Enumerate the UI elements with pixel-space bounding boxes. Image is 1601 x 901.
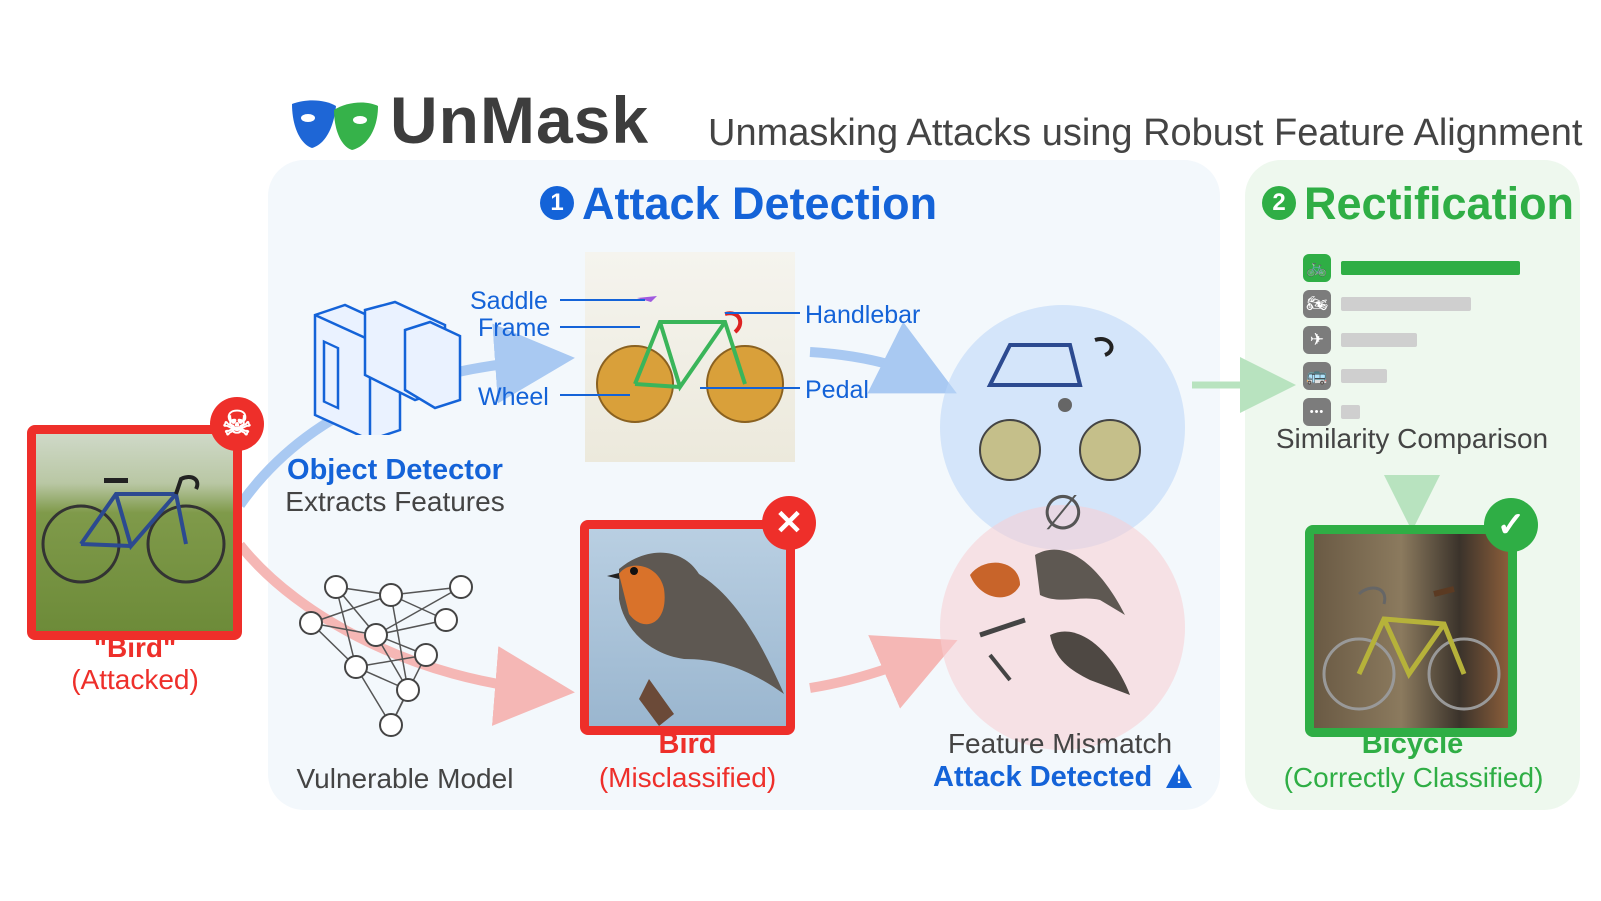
attack-detected-text: Attack Detected [933,761,1153,793]
yellow-bicycle-illustration [1322,586,1501,711]
similarity-bar [1341,333,1417,347]
section-title-text: Attack Detection [582,178,938,229]
annotated-bicycle-image [585,252,795,462]
robin-illustration [607,552,784,726]
input-label: "Bird" [93,632,177,663]
check-badge-icon: ✓ [1484,498,1538,552]
saddle-label: Saddle [470,287,548,315]
feature-leader-lines [560,299,800,396]
similarity-bar [1341,297,1471,311]
bird-features-circle [940,505,1185,750]
model-label: Vulnerable Model [296,763,514,794]
object-detector-icon [313,300,462,435]
step-number: 1 [540,186,574,221]
more-icon: ••• [1303,398,1331,426]
frame-label: Frame [478,314,551,342]
bus-icon: 🚌 [1303,362,1331,390]
mismatch-label: Feature Mismatch [947,728,1173,759]
similarity-row: ••• [1303,394,1543,430]
arrow-to-bird-parts [809,635,958,709]
handlebar-label: Handlebar [805,301,921,329]
similarity-row: 🚲 [1303,250,1543,286]
similarity-bar [1341,261,1520,275]
similarity-row: 🚌 [1303,358,1543,394]
similarity-rows: 🚲 🏍 ✈ 🚌 ••• [1303,250,1543,430]
skull-badge-icon: ☠ [210,397,264,451]
mask-logo-icon [292,100,378,150]
brand-subtitle: Unmasking Attacks using Robust Feature A… [708,112,1583,154]
detector-title: Object Detector [287,454,503,486]
warning-icon: ! [1166,764,1193,788]
attack-detected-label: Attack Detected ! [933,761,1193,794]
prediction-label: Bird [658,728,717,760]
empty-set-symbol: ∅ [1042,487,1084,540]
similarity-row: ✈ [1303,322,1543,358]
detector-subtitle: Extracts Features [285,486,505,517]
motorcycle-icon: 🏍 [1303,290,1331,318]
brand-title: UnMask [390,83,650,157]
arrow-to-features [809,321,957,394]
output-label: Bicycle [1361,728,1464,760]
step-number: 2 [1262,186,1296,221]
similarity-bar [1341,405,1360,419]
annotated-bicycle-illustration [596,296,784,423]
neural-network-icon [299,575,473,737]
pedal-label: Pedal [805,376,869,404]
error-badge-icon: ✕ [762,496,816,550]
prediction-sublabel: (Misclassified) [598,762,777,793]
misclassified-bird-image [580,520,795,735]
attacked-bicycle-image [27,425,242,640]
output-sublabel: (Correctly Classified) [1283,762,1544,793]
bicycle-parts-illustration [979,337,1141,481]
bird-parts-illustration [970,549,1130,695]
input-sublabel: (Attacked) [71,664,199,695]
similarity-chart: 🚲 🏍 ✈ 🚌 ••• [1303,250,1543,430]
airplane-icon: ✈ [1303,326,1331,354]
bicycle-icon: 🚲 [1303,254,1331,282]
wheel-label: Wheel [478,383,549,411]
section-title-text: Rectification [1304,178,1575,229]
bicycle-illustration [41,475,226,584]
similarity-bar [1341,369,1387,383]
similarity-label: Similarity Comparison [1275,423,1549,454]
rectified-bicycle-image [1305,525,1517,737]
similarity-row: 🏍 [1303,286,1543,322]
